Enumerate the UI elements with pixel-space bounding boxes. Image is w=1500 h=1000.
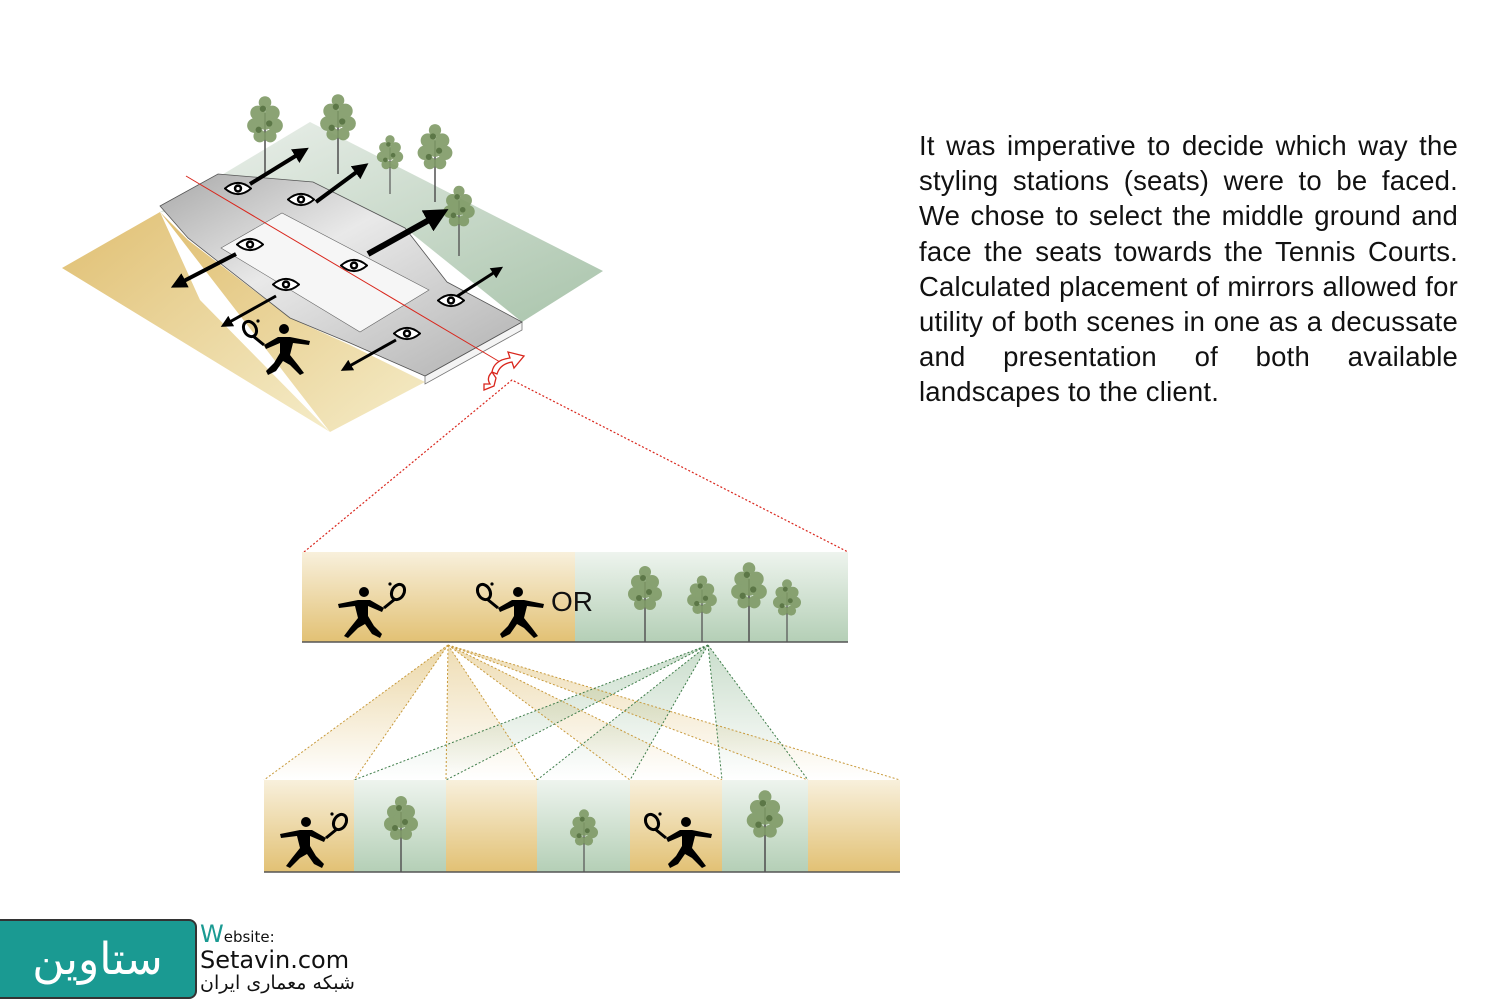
axis-line: [185, 175, 501, 363]
view-arrows: [170, 147, 504, 371]
landscape-options-panel: OR: [302, 552, 848, 643]
eye-icon: [340, 258, 368, 273]
tennis-option: [302, 552, 575, 642]
eye-icon: [287, 192, 315, 207]
setavin-logo: ستاوین: [0, 919, 197, 999]
eye-icon: [224, 181, 252, 196]
website-url[interactable]: Setavin.com: [200, 946, 350, 974]
inner-floor: [220, 212, 430, 333]
eye-icon: [393, 326, 421, 341]
website-label: ebsite:: [223, 928, 275, 946]
website-tagline: شبکه معماری ایران: [200, 972, 355, 994]
zoom-callout-lines: [303, 379, 849, 553]
eye-icon: [437, 293, 465, 308]
eye-icon: [236, 237, 264, 252]
website-info: Website: Setavin.com شبکه معماری ایران: [200, 920, 355, 994]
reflection-fans: [263, 644, 901, 781]
mirror-strip: [264, 780, 900, 873]
website-initial: W: [200, 920, 224, 948]
description-paragraph: It was imperative to decide which way th…: [919, 130, 1458, 408]
rotation-arrow-icon: [483, 351, 526, 391]
tennis-court-ground: [62, 212, 330, 432]
or-label: OR: [551, 586, 593, 617]
isometric-site-plan: [62, 93, 849, 553]
logo-text: ستاوین: [32, 933, 163, 985]
eye-icon: [272, 277, 300, 292]
sand-ground: [160, 212, 425, 432]
